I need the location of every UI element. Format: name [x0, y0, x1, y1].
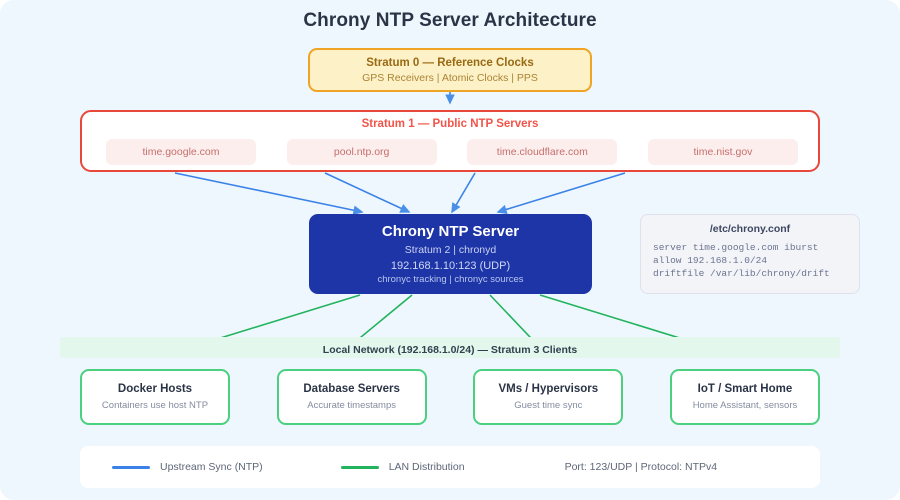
- stratum0-box: Stratum 0 — Reference Clocks GPS Receive…: [308, 48, 592, 92]
- stratum1-server-list: time.google.com pool.ntp.org time.cloudf…: [106, 139, 798, 165]
- stratum0-subtitle: GPS Receivers | Atomic Clocks | PPS: [362, 71, 538, 84]
- client-title: Docker Hosts: [117, 383, 193, 395]
- client-list: Docker Hosts Containers use host NTP Dat…: [80, 369, 820, 425]
- chrony-server-box: Chrony NTP Server Stratum 2 | chronyd 19…: [309, 214, 592, 294]
- client-subtitle: Home Assistant, sensors: [692, 400, 798, 411]
- stratum1-title: Stratum 1 — Public NTP Servers: [361, 118, 539, 130]
- client-box-iot-smart-home[interactable]: IoT / Smart Home Home Assistant, sensors: [669, 369, 820, 425]
- edge-upstream-google: [174, 172, 364, 215]
- legend-protocol-note: Port: 123/UDP | Protocol: NTPv4: [564, 461, 718, 473]
- ntp-server-chip[interactable]: time.google.com: [106, 139, 256, 165]
- client-subtitle: Accurate timestamps: [307, 400, 396, 411]
- client-title: Database Servers: [303, 383, 400, 395]
- client-title: IoT / Smart Home: [697, 383, 793, 395]
- chrony-commands: chronyc tracking | chronyc sources: [377, 274, 524, 285]
- lan-line-swatch-icon: [340, 465, 379, 469]
- stratum1-box: Stratum 1 — Public NTP Servers time.goog…: [80, 110, 820, 172]
- legend-item-upstream: Upstream Sync (NTP): [112, 461, 263, 473]
- conf-line: driftfile /var/lib/chrony/drift: [653, 268, 830, 279]
- chrony-title: Chrony NTP Server: [381, 223, 520, 240]
- lan-band: [60, 337, 840, 358]
- legend-upstream-label: Upstream Sync (NTP): [160, 461, 263, 473]
- ntp-server-chip[interactable]: time.nist.gov: [647, 139, 798, 165]
- client-box-vms-hypervisors[interactable]: VMs / Hypervisors Guest time sync: [473, 369, 624, 425]
- ntp-server-chip[interactable]: pool.ntp.org: [286, 139, 437, 165]
- client-subtitle: Containers use host NTP: [101, 400, 209, 411]
- lan-label: Local Network (192.168.1.0/24) — Stratum…: [322, 344, 578, 356]
- legend-lan-label: LAN Distribution: [388, 461, 465, 473]
- conf-line: server time.google.com iburst: [653, 242, 819, 253]
- client-box-database-servers[interactable]: Database Servers Accurate timestamps: [276, 369, 427, 425]
- legend-item-lan: LAN Distribution: [340, 461, 465, 473]
- chrony-address: 192.168.1.10:123 (UDP): [390, 260, 511, 272]
- chrony-conf-panel: /etc/chrony.conf server time.google.com …: [640, 214, 860, 294]
- ntp-server-chip[interactable]: time.cloudflare.com: [467, 139, 618, 165]
- edge-upstream-cloudflare: [451, 172, 476, 214]
- conf-file-path: /etc/chrony.conf: [709, 223, 791, 235]
- conf-line: allow 192.168.1.0/24: [653, 255, 768, 266]
- page-title: Chrony NTP Server Architecture: [303, 10, 597, 31]
- legend-bar: Upstream Sync (NTP) LAN Distribution Por…: [80, 446, 820, 488]
- client-title: VMs / Hypervisors: [498, 383, 599, 395]
- edge-upstream-pool: [324, 172, 411, 213]
- upstream-line-swatch-icon: [112, 465, 150, 469]
- client-box-docker-hosts[interactable]: Docker Hosts Containers use host NTP: [80, 369, 230, 425]
- chrony-role: Stratum 2 | chronyd: [404, 244, 497, 256]
- edge-upstream-nist: [496, 172, 626, 215]
- stratum0-title: Stratum 0 — Reference Clocks: [366, 56, 534, 69]
- client-subtitle: Guest time sync: [514, 400, 583, 411]
